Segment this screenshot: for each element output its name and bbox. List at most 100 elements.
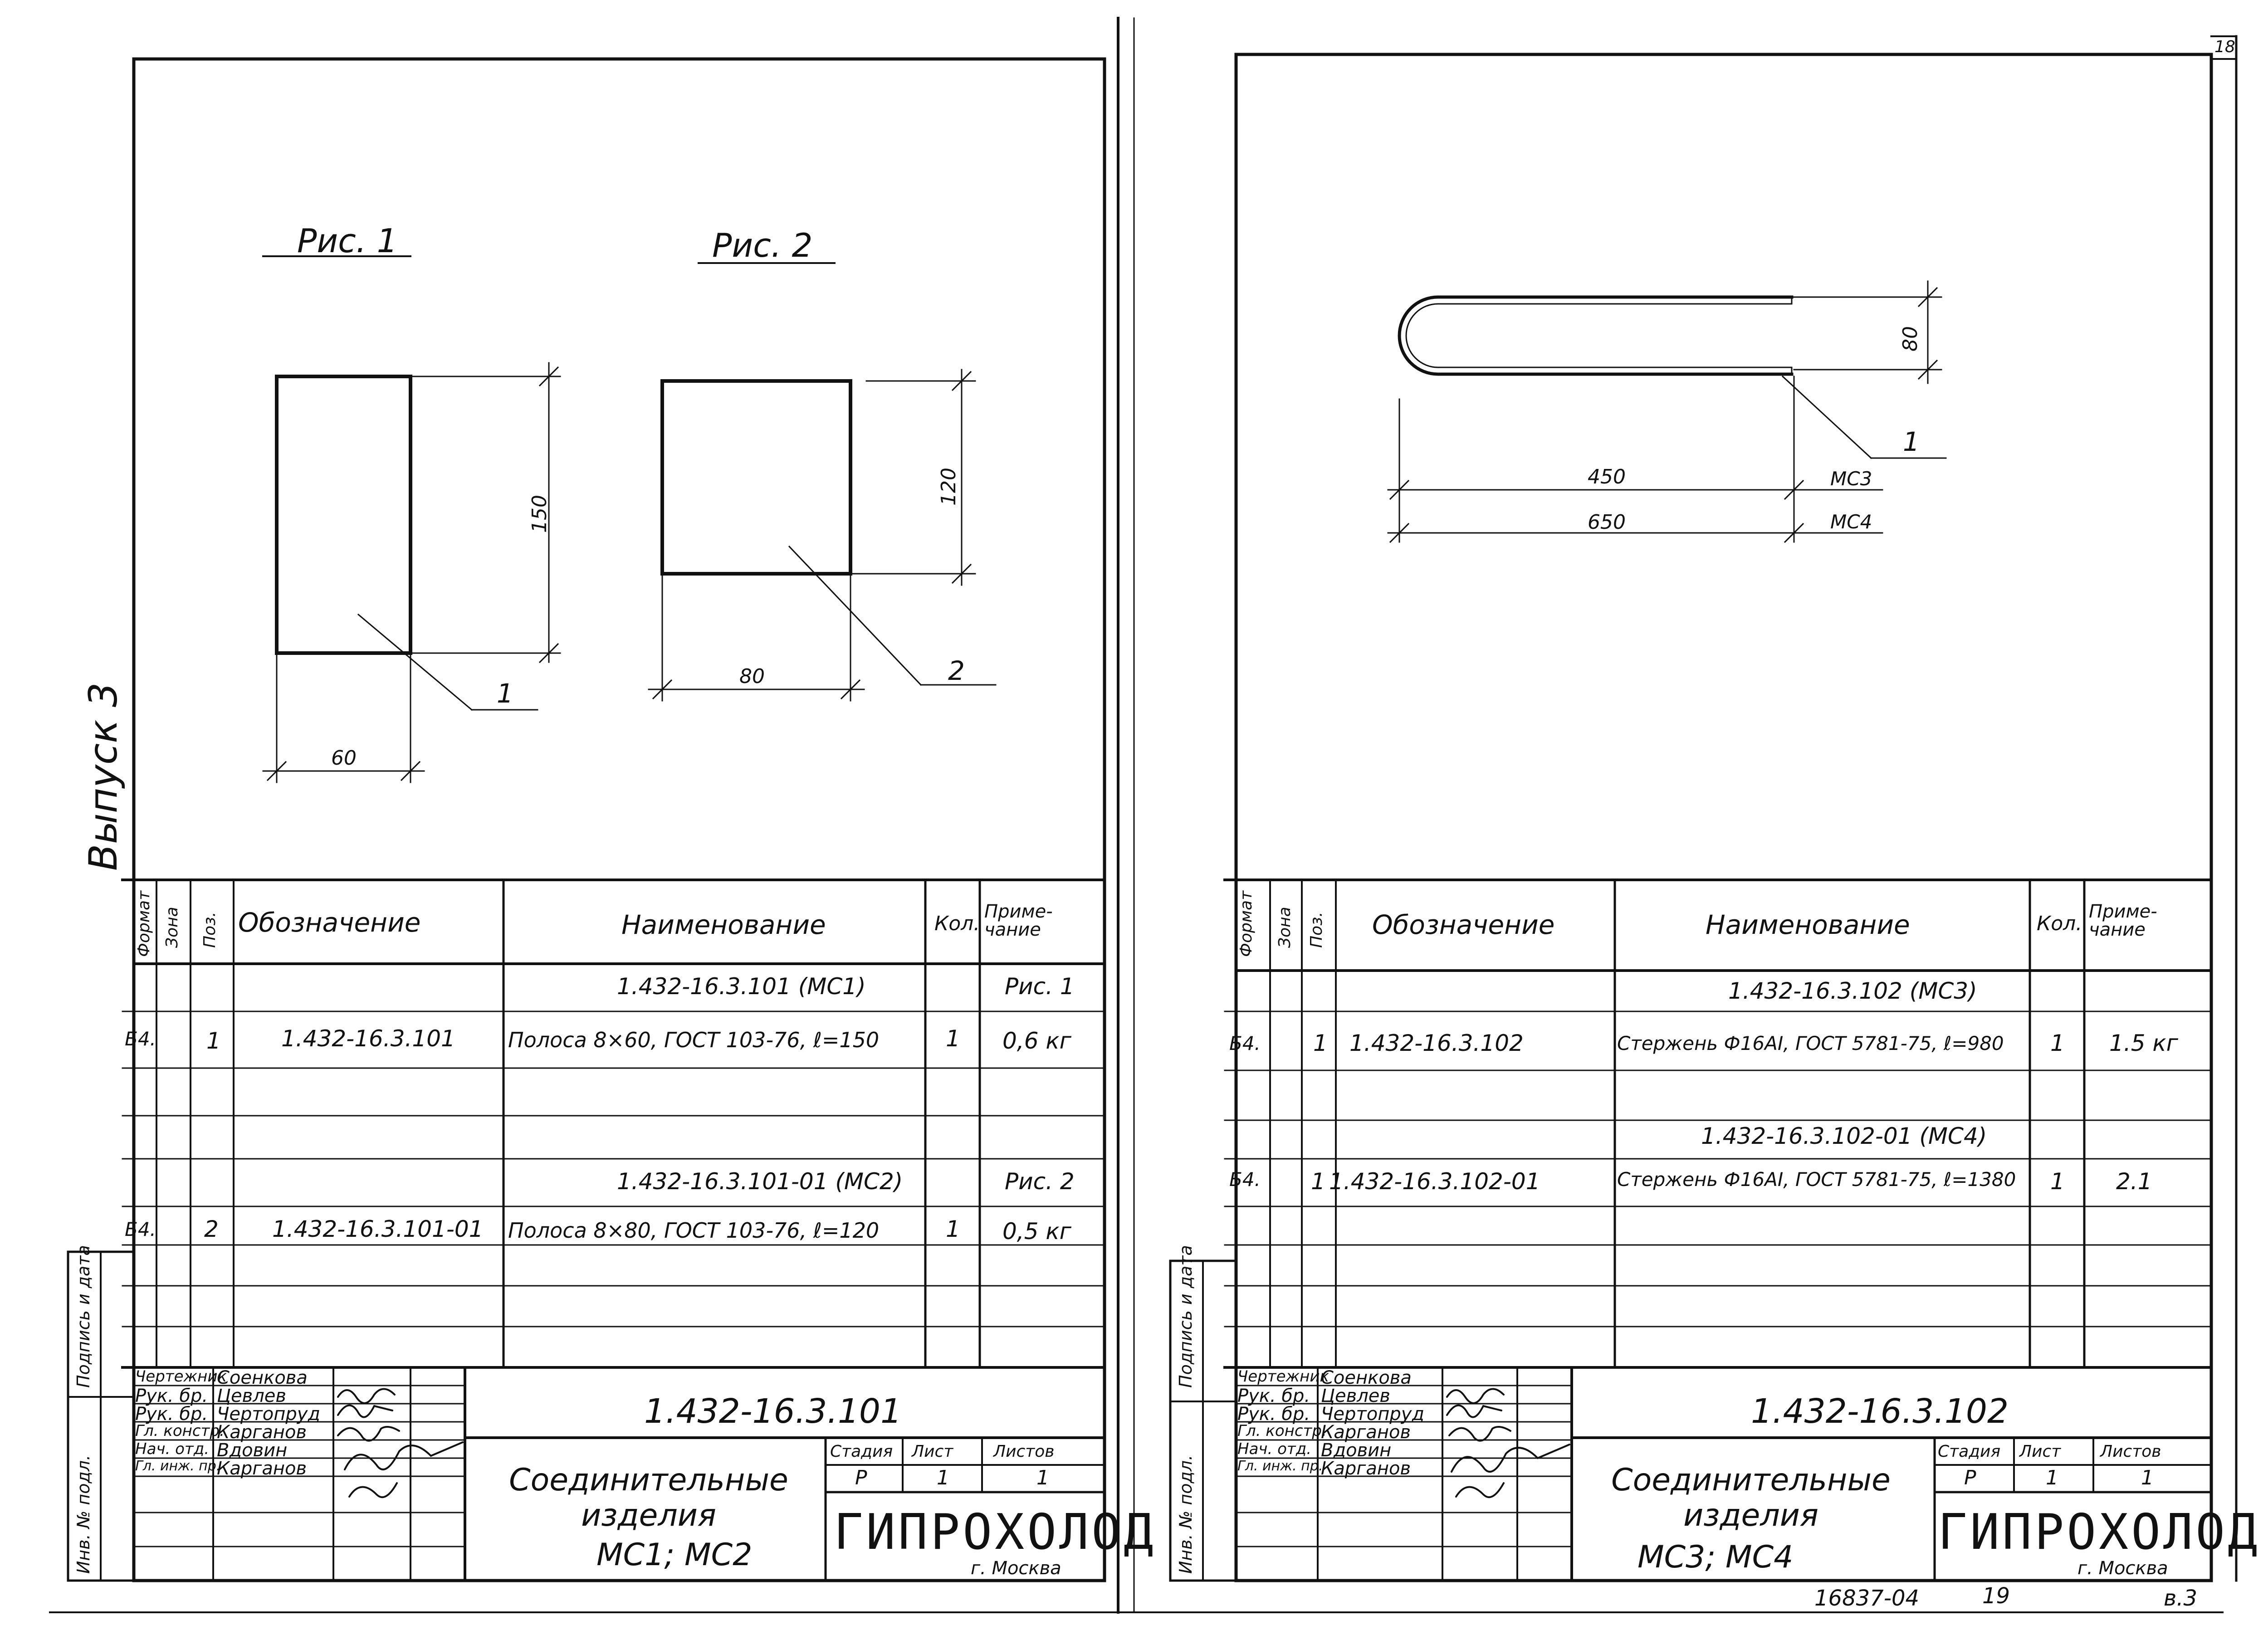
left-row1-name: 1.432-16.3.101 (МС1) bbox=[617, 973, 866, 1000]
left-name-4: Вдовин bbox=[217, 1440, 288, 1461]
right-role-0: Чертежник bbox=[1237, 1367, 1330, 1386]
right-dim-450: 450 bbox=[1588, 465, 1626, 488]
left-role-3: Гл. констр. bbox=[135, 1422, 225, 1440]
hdr-name: Наименование bbox=[621, 909, 826, 940]
fig2-pos-callout: 2 bbox=[948, 655, 965, 686]
right-stage-label: Стадия bbox=[1938, 1442, 2001, 1461]
right-dim-650: 650 bbox=[1588, 511, 1626, 534]
right-row2-name: Стержень Ф16АI, ГОСТ 5781-75, ℓ=980 bbox=[1617, 1032, 2004, 1054]
left-role-1: Рук. бр. bbox=[135, 1386, 208, 1406]
left-row1-note: Рис. 1 bbox=[1005, 973, 1075, 1000]
left-row6-format: Б4. bbox=[125, 1218, 156, 1240]
left-row6-designation: 1.432-16.3.101-01 bbox=[272, 1216, 484, 1242]
left-side-sign: Подпись и дата bbox=[73, 1245, 93, 1388]
right-role-4: Нач. отд. bbox=[1237, 1440, 1312, 1458]
right-hdr-pos: Поз. bbox=[1307, 912, 1326, 948]
right-height-dim: 80 bbox=[1899, 326, 1922, 351]
right-doc-number: 1.432-16.3.102 bbox=[1751, 1392, 2009, 1431]
right-sheets: 1 bbox=[2141, 1466, 2154, 1489]
fig2-width-dim: 80 bbox=[739, 665, 765, 688]
hdr-qty: Кол. bbox=[934, 912, 980, 935]
left-row2-qty: 1 bbox=[946, 1025, 960, 1052]
right-name-2: Чертопруд bbox=[1321, 1404, 1425, 1425]
right-hdr-format: Формат bbox=[1237, 890, 1256, 957]
left-sheets-label: Листов bbox=[993, 1442, 1055, 1461]
right-row2-qty: 1 bbox=[2050, 1030, 2065, 1056]
fig2-label: Рис. 2 bbox=[712, 226, 813, 264]
right-hdr-note: Приме-чание bbox=[2089, 901, 2157, 940]
right-sheet: 1 bbox=[2046, 1466, 2058, 1489]
right-row5-format: Б4. bbox=[1229, 1168, 1261, 1191]
left-row2-format: Б4. bbox=[125, 1028, 156, 1050]
left-side-inv: Инв. № подл. bbox=[73, 1454, 93, 1574]
left-doc-title: Соединительные изделия bbox=[509, 1462, 788, 1534]
right-name-3: Карганов bbox=[1321, 1422, 1411, 1443]
right-row2-designation: 1.432-16.3.102 bbox=[1349, 1030, 1524, 1056]
left-role-4: Нач. отд. bbox=[135, 1440, 210, 1458]
left-row2-pos: 1 bbox=[206, 1028, 221, 1054]
right-name-4: Вдовин bbox=[1321, 1440, 1392, 1461]
right-doc-subtitle: МС3; МС4 bbox=[1637, 1539, 1794, 1575]
fig1-height-dim: 150 bbox=[528, 495, 551, 533]
corner-page-number: 18 bbox=[2214, 38, 2235, 56]
right-tag-mc3: МС3 bbox=[1830, 468, 1872, 490]
left-name-1: Цевлев bbox=[217, 1386, 286, 1406]
left-role-2: Рук. бр. bbox=[135, 1404, 208, 1425]
footer-code: 16837-04 bbox=[1814, 1586, 1920, 1611]
right-row5-qty: 1 bbox=[2050, 1168, 2065, 1195]
right-role-1: Рук. бр. bbox=[1237, 1386, 1310, 1406]
left-row6-pos: 2 bbox=[204, 1216, 219, 1242]
right-row2-format: Б4. bbox=[1229, 1032, 1261, 1054]
right-name-1: Цевлев bbox=[1321, 1386, 1390, 1406]
left-row6-qty: 1 bbox=[946, 1216, 960, 1242]
left-name-3: Карганов bbox=[217, 1422, 307, 1443]
right-side-inv: Инв. № подл. bbox=[1176, 1454, 1196, 1574]
left-row5-note: Рис. 2 bbox=[1005, 1168, 1075, 1195]
left-stage: Р bbox=[855, 1466, 867, 1489]
left-row2-name: Полоса 8×60, ГОСТ 103-76, ℓ=150 bbox=[508, 1028, 880, 1052]
left-row5-name: 1.432-16.3.101-01 (МС2) bbox=[617, 1168, 903, 1195]
right-role-3: Гл. констр. bbox=[1237, 1422, 1327, 1440]
hdr-designation: Обозначение bbox=[238, 907, 421, 938]
right-name-0: Соенкова bbox=[1321, 1367, 1412, 1388]
footer-page: 19 bbox=[1982, 1583, 2010, 1609]
left-role-5: Гл. инж. пр. bbox=[135, 1458, 221, 1474]
right-row2-note: 1.5 кг bbox=[2109, 1030, 2178, 1056]
right-row1-name: 1.432-16.3.102 (МС3) bbox=[1728, 978, 1977, 1004]
left-city: г. Москва bbox=[971, 1558, 1061, 1579]
left-name-2: Чертопруд bbox=[217, 1404, 321, 1425]
left-doc-subtitle: МС1; МС2 bbox=[596, 1537, 753, 1573]
hdr-pos: Поз. bbox=[200, 912, 219, 948]
right-tag-mc4: МС4 bbox=[1830, 511, 1872, 533]
left-stage-label: Стадия bbox=[830, 1442, 893, 1461]
hdr-format: Формат bbox=[135, 890, 153, 957]
right-sheet-label: Лист bbox=[2019, 1442, 2061, 1461]
left-org-logo: ГИПРОХОЛОД bbox=[834, 1504, 1156, 1561]
left-doc-number: 1.432-16.3.101 bbox=[644, 1392, 902, 1431]
right-pos-callout: 1 bbox=[1903, 426, 1920, 457]
left-row6-name: Полоса 8×80, ГОСТ 103-76, ℓ=120 bbox=[508, 1218, 880, 1243]
hdr-note: Приме-чание bbox=[984, 901, 1053, 940]
right-row4-name: 1.432-16.3.102-01 (МС4) bbox=[1701, 1123, 1987, 1149]
left-name-5: Карганов bbox=[217, 1458, 307, 1479]
right-doc-title: Соединительные изделия bbox=[1611, 1462, 1891, 1534]
left-row2-note: 0,6 кг bbox=[1002, 1028, 1071, 1054]
right-row5-note: 2.1 bbox=[2116, 1168, 2152, 1195]
left-sheets: 1 bbox=[1036, 1466, 1049, 1489]
footer-volume: в.3 bbox=[2164, 1586, 2198, 1611]
right-role-5: Гл. инж. пр. bbox=[1237, 1458, 1323, 1474]
right-role-2: Рук. бр. bbox=[1237, 1404, 1310, 1425]
fig1-pos-callout: 1 bbox=[497, 678, 513, 709]
right-sheets-label: Листов bbox=[2100, 1442, 2161, 1461]
left-role-0: Чертежник bbox=[135, 1367, 227, 1386]
right-row5-name: Стержень Ф16АI, ГОСТ 5781-75, ℓ=1380 bbox=[1617, 1168, 2016, 1191]
right-city: г. Москва bbox=[2077, 1558, 2168, 1579]
right-row5-designation: 1.432-16.3.102-01 bbox=[1329, 1168, 1540, 1195]
right-hdr-name: Наименование bbox=[1706, 909, 1910, 940]
left-name-0: Соенкова bbox=[217, 1367, 308, 1388]
right-row2-pos: 1 bbox=[1313, 1030, 1328, 1056]
left-row2-designation: 1.432-16.3.101 bbox=[281, 1025, 455, 1052]
left-sheet-label: Лист bbox=[912, 1442, 953, 1461]
right-org-logo: ГИПРОХОЛОД bbox=[1938, 1504, 2260, 1561]
